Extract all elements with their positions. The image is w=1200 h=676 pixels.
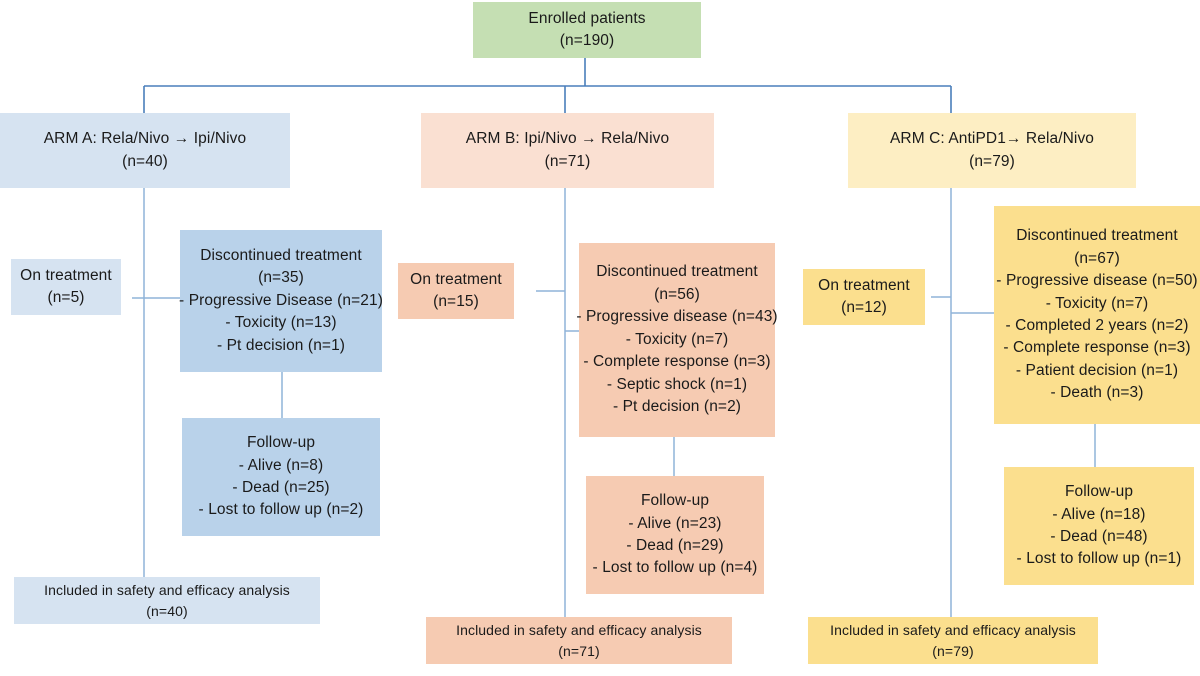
arm-a-reason: - Toxicity (n=13) xyxy=(225,314,337,332)
arm-b-on-treatment-count: (n=15) xyxy=(433,293,479,310)
arm-b-followup-title: Follow-up xyxy=(640,492,710,510)
arm-c-followup-item: - Alive (n=18) xyxy=(1052,505,1146,523)
arm-c-header-box: ARM C: AntiPD1→ Rela/Nivo (n=79) xyxy=(848,113,1136,188)
arm-c-followup-item: - Lost to follow up (n=1) xyxy=(1016,550,1182,568)
arm-a-followup-item: - Dead (n=25) xyxy=(232,479,330,496)
arm-b-header-title: ARM B: Ipi/Nivo → Rela/Nivo xyxy=(465,130,670,148)
arm-a-followup-item: - Lost to follow up (n=2) xyxy=(198,501,364,519)
arm-b-on-treatment-box: On treatment (n=15) xyxy=(398,263,514,319)
arm-a-included-box: Included in safety and efficacy analysis… xyxy=(14,577,320,624)
arm-c-reason: - Complete response (n=3) xyxy=(1003,339,1191,357)
arm-c-included-count: (n=79) xyxy=(932,642,974,659)
arm-c-followup-title: Follow-up xyxy=(1064,483,1134,501)
arm-b-followup-item: - Dead (n=29) xyxy=(626,537,724,554)
arm-a-header-box: ARM A: Rela/Nivo → Ipi/Nivo (n=40) xyxy=(0,113,290,188)
arm-b-followup-item: - Lost to follow up (n=4) xyxy=(592,559,758,577)
arm-c-on-treatment-count: (n=12) xyxy=(841,299,887,316)
arm-b-reason: - Complete response (n=3) xyxy=(583,353,771,371)
arm-b-header-box: ARM B: Ipi/Nivo → Rela/Nivo (n=71) xyxy=(421,113,714,188)
arm-b-discontinued-box: Discontinued treatment (n=56) - Progress… xyxy=(576,243,778,437)
arm-a-header-title: ARM A: Rela/Nivo → Ipi/Nivo xyxy=(43,130,247,148)
arm-a-reason: - Pt decision (n=1) xyxy=(216,336,346,354)
arm-b-included-count: (n=71) xyxy=(558,642,600,659)
arm-c-included-title: Included in safety and efficacy analysis xyxy=(830,622,1076,639)
arm-a-followup-item: - Alive (n=8) xyxy=(238,456,324,474)
arm-b-followup-box: Follow-up - Alive (n=23) - Dead (n=29) -… xyxy=(586,476,764,594)
arm-a-included-count: (n=40) xyxy=(146,602,188,619)
arm-c-discontinued-count: (n=67) xyxy=(1074,249,1120,267)
arm-b-reason: - Septic shock (n=1) xyxy=(606,375,748,393)
arm-c-reason: - Patient decision (n=1) xyxy=(1015,361,1179,379)
enrolled-title: Enrolled patients xyxy=(528,9,646,27)
arm-a-on-treatment-title: On treatment xyxy=(20,266,112,284)
arm-a-discontinued-title: Discontinued treatment xyxy=(200,246,362,264)
arm-a-header-count: (n=40) xyxy=(122,152,168,170)
arm-b-included-box: Included in safety and efficacy analysis… xyxy=(426,617,732,664)
arm-c-header-title: ARM C: AntiPD1→ Rela/Nivo xyxy=(889,130,1095,148)
arm-b-reason: - Pt decision (n=2) xyxy=(612,398,742,416)
arm-a-followup-title: Follow-up xyxy=(246,434,316,452)
arm-b-discontinued-count: (n=56) xyxy=(654,285,700,303)
arm-c-discontinued-box: Discontinued treatment (n=67) - Progress… xyxy=(994,206,1200,424)
arm-b-reason: - Toxicity (n=7) xyxy=(625,330,729,348)
arm-c-reason: - Progressive disease (n=50) xyxy=(996,272,1198,290)
arm-b-followup-item: - Alive (n=23) xyxy=(628,514,722,532)
arm-b-reason: - Progressive disease (n=43) xyxy=(576,308,778,326)
arm-c-reason: - Completed 2 years (n=2) xyxy=(1005,317,1189,334)
arm-c-header-count: (n=79) xyxy=(969,152,1015,170)
enrolled-patients-box: Enrolled patients (n=190) xyxy=(473,2,701,58)
arm-c-reason: - Death (n=3) xyxy=(1050,384,1144,402)
arm-b-included-title: Included in safety and efficacy analysis xyxy=(456,622,702,639)
arm-b-on-treatment-title: On treatment xyxy=(410,270,502,288)
arm-c-followup-item: - Dead (n=48) xyxy=(1050,528,1148,545)
arm-c-on-treatment-title: On treatment xyxy=(818,276,910,294)
arm-a-discontinued-count: (n=35) xyxy=(258,269,304,287)
arm-c-on-treatment-box: On treatment (n=12) xyxy=(803,269,925,325)
arm-c-included-box: Included in safety and efficacy analysis… xyxy=(808,617,1098,664)
arm-c-reason: - Toxicity (n=7) xyxy=(1045,294,1149,312)
arm-a-discontinued-box: Discontinued treatment (n=35) - Progress… xyxy=(179,230,383,372)
arm-c-discontinued-title: Discontinued treatment xyxy=(1016,227,1178,245)
arm-a-included-title: Included in safety and efficacy analysis xyxy=(44,582,290,599)
arm-a-on-treatment-count: (n=5) xyxy=(47,289,85,306)
arm-c-followup-box: Follow-up - Alive (n=18) - Dead (n=48) -… xyxy=(1004,467,1194,585)
arm-a-reason: - Progressive Disease (n=21) xyxy=(179,291,383,309)
arm-b-header-count: (n=71) xyxy=(544,152,591,170)
arm-a-on-treatment-box: On treatment (n=5) xyxy=(11,259,121,315)
arm-b-discontinued-title: Discontinued treatment xyxy=(596,263,758,281)
enrolled-count: (n=190) xyxy=(559,32,615,49)
arm-a-followup-box: Follow-up - Alive (n=8) - Dead (n=25) - … xyxy=(182,418,380,536)
